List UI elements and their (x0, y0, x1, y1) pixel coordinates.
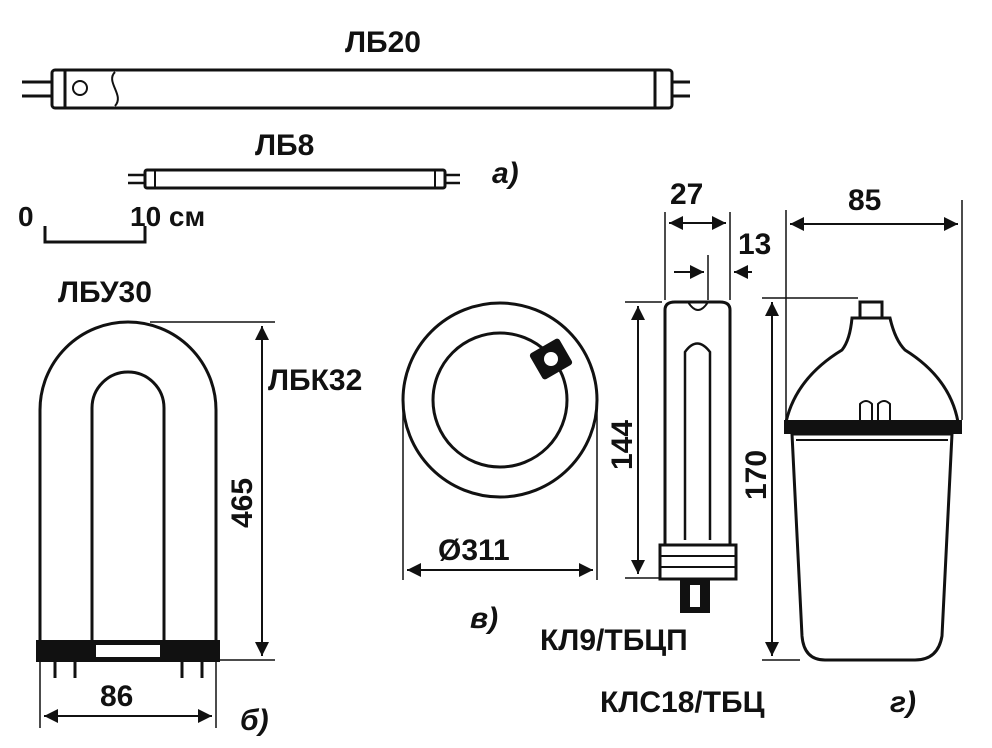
lamp-lb20 (22, 68, 690, 110)
dimension-13 (674, 255, 752, 300)
dim-144-label: 144 (606, 420, 639, 470)
lamp-kls18 (784, 300, 962, 662)
label-lb20: ЛБ20 (345, 26, 421, 59)
lamp-lb8 (128, 168, 460, 190)
dim-85-label: 85 (848, 184, 881, 217)
label-b: б) (240, 704, 269, 737)
lamp-kl9 (658, 300, 738, 613)
dimension-85 (785, 200, 963, 420)
lamp-lbu30 (36, 320, 220, 678)
dimension-170 (762, 297, 858, 661)
dimension-86 (39, 662, 217, 728)
scale-bar (43, 226, 147, 244)
dimension-465 (150, 321, 275, 661)
label-v: в) (470, 602, 498, 635)
label-g: г) (890, 686, 916, 719)
dim-13-label: 13 (738, 228, 771, 261)
dim-311-label: Ø311 (438, 534, 510, 567)
scale-ten: 10 см (130, 201, 205, 232)
label-kls18: КЛС18/ТБЦ (600, 686, 765, 719)
dim-27-label: 27 (670, 178, 703, 211)
lamp-lbk32 (401, 301, 599, 499)
label-a: а) (492, 157, 519, 190)
label-lbu30: ЛБУ30 (58, 276, 152, 309)
dimension-311 (402, 400, 598, 580)
label-lbk32: ЛБК32 (268, 364, 362, 397)
dimension-27 (664, 212, 731, 300)
label-kl9: КЛ9/ТБЦП (540, 624, 688, 657)
label-lb8: ЛБ8 (255, 129, 314, 162)
scale-zero: 0 (18, 201, 34, 232)
dim-465-label: 465 (226, 478, 259, 528)
dim-170-label: 170 (740, 450, 773, 500)
dimension-144 (625, 301, 662, 579)
dim-86-label: 86 (100, 680, 133, 713)
